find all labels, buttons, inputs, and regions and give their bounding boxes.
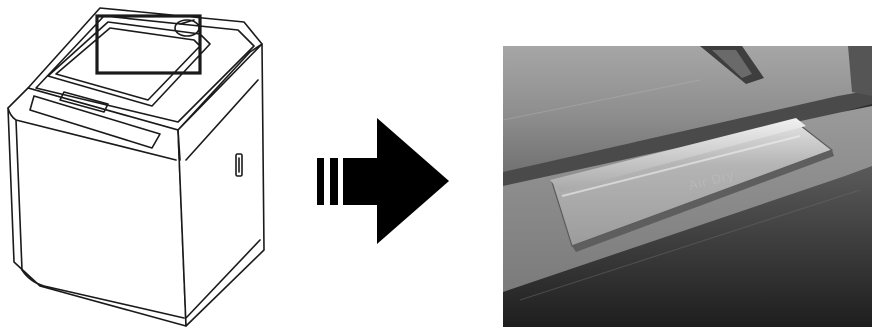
air-dry-photo: Air Dry [503, 46, 872, 327]
washing-machine-icon [8, 8, 264, 326]
striped-arrow-right-icon [317, 118, 449, 244]
